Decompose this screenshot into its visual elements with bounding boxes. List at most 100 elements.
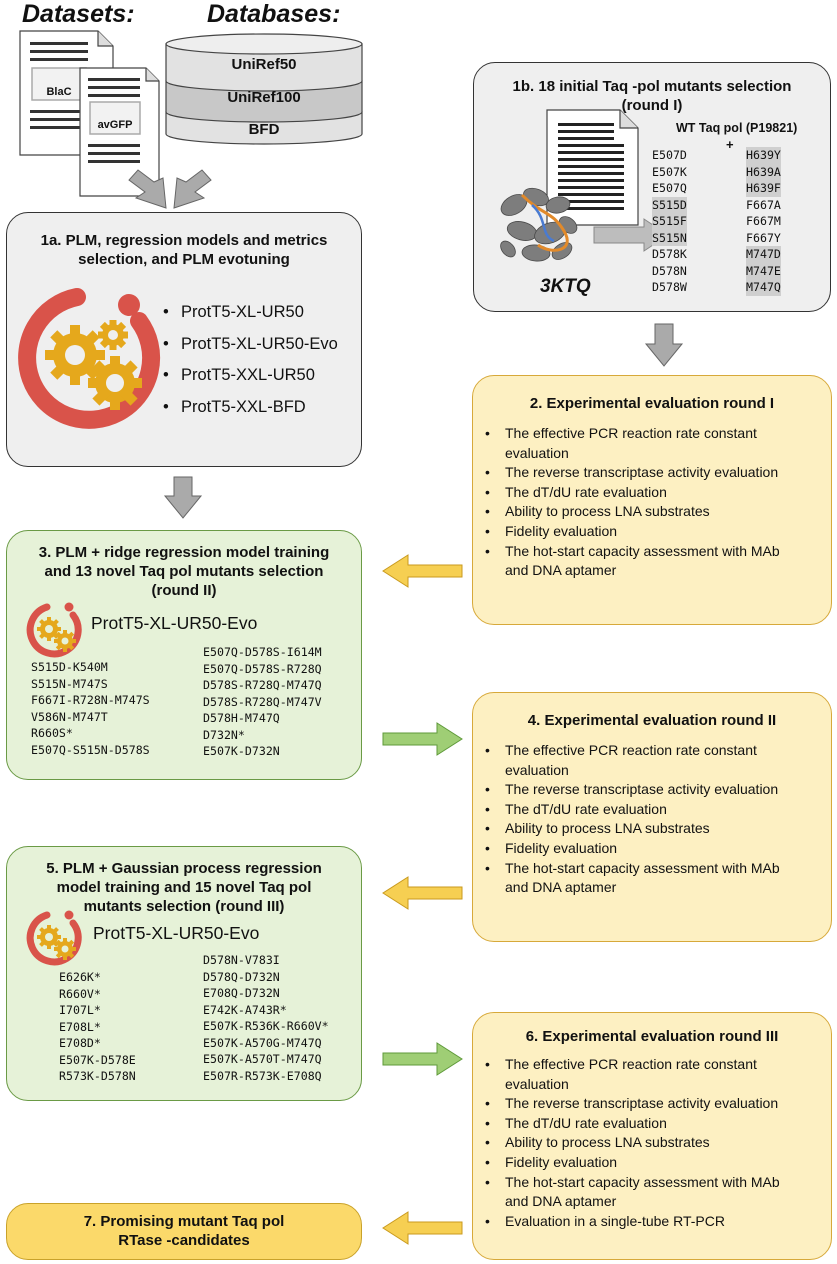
sequence-document-icon: [546, 109, 639, 226]
database-uniref100: UniRef100: [227, 89, 301, 106]
mutant: M747D: [746, 246, 781, 263]
arrow-1a-to-3: [163, 476, 203, 519]
step-1a-title-line1: 1a. PLM, regression models and metrics: [40, 232, 328, 249]
mutants-right-column: H639Y H639A H639F F667A F667M F667Y M747…: [746, 147, 781, 296]
gear-logo-small-icon: [26, 602, 82, 658]
step-5-title-line3: mutants selection (round III): [83, 898, 285, 915]
mutant: H639F: [746, 180, 781, 197]
step-5-title-line1: 5. PLM + Gaussian process regression: [46, 860, 322, 877]
arrow-datasets-to-1a: [128, 169, 167, 209]
step-7-title-line1: 7. Promising mutant Taq pol: [83, 1213, 285, 1230]
plus-sign: +: [726, 137, 734, 152]
mutant: R660S*: [31, 726, 73, 740]
model-item: ProtT5-XXL-UR50: [159, 360, 338, 392]
mutant: E708Q-D732N: [203, 986, 280, 1000]
step-3-title-line3: (round II): [151, 582, 217, 599]
database-uniref50: UniRef50: [231, 56, 297, 73]
mutant: H639Y: [746, 147, 781, 164]
step-5-mutants-left: E626K* R660V* I707L* E708L* E708D* E507K…: [59, 969, 136, 1085]
step-7-title-line2: RTase -candidates: [118, 1232, 250, 1249]
arrow-1b-to-2: [644, 323, 684, 367]
mutant: E742K-A743R*: [203, 1002, 287, 1017]
evaluation-item: The hot-start capacity assessment with M…: [479, 542, 780, 581]
arrow-2-to-3: [382, 554, 463, 588]
document-avgfp-icon: [79, 67, 160, 197]
gear-logo-small-icon: [26, 910, 82, 966]
evaluation-item: Evaluation in a single-tube RT-PCR: [479, 1212, 780, 1232]
mutant: S515N-M747S: [31, 676, 108, 691]
evaluation-item: The hot-start capacity assessment with M…: [479, 859, 780, 898]
mutant: M747E: [746, 262, 781, 279]
mutant: E507K: [652, 164, 687, 179]
step-1a-title-line2: selection, and PLM evotuning: [78, 251, 290, 268]
evaluation-item: The dT/dU rate evaluation: [479, 800, 780, 820]
step-1b-title-line1: 1b. 18 initial Taq -pol mutants selectio…: [512, 78, 792, 95]
step-5-title-line2: model training and 15 novel Taq pol: [56, 879, 312, 896]
step-3-mutants-left: S515D-K540M S515N-M747S F667I-R728N-M747…: [31, 659, 150, 758]
step-5-mutants-right: D578N-V783I D578Q-D732N E708Q-D732N E742…: [203, 952, 329, 1084]
database-cylinder-icon: [165, 33, 363, 145]
mutant: E507Q-D578S-I614M: [203, 645, 322, 659]
mutant: I707L*: [59, 1003, 101, 1017]
evaluation-item: The reverse transcriptase activity evalu…: [479, 1094, 780, 1114]
wt-taq-pol-label: WT Taq pol (P19821): [676, 121, 798, 135]
datasets-heading: Datasets:: [22, 0, 135, 28]
mutant: S515D-K540M: [31, 660, 108, 674]
dataset-label-avgfp: avGFP: [97, 119, 133, 131]
mutant: R660V*: [59, 986, 101, 1001]
mutant: D732N*: [203, 727, 245, 742]
mutant: E626K*: [59, 970, 101, 984]
mutant: D578K: [652, 247, 687, 261]
step-2-list: The effective PCR reaction rate constant…: [479, 424, 780, 581]
evaluation-item: The dT/dU rate evaluation: [479, 483, 780, 503]
step-5-box: 5. PLM + Gaussian process regression mod…: [6, 846, 362, 1101]
mutant: E708L*: [59, 1019, 101, 1034]
mutant: S515N: [652, 229, 687, 246]
mutant: R573K-D578N: [59, 1069, 136, 1083]
mutant: D578S-R728Q-M747Q: [203, 678, 322, 692]
step-1a-box: 1a. PLM, regression models and metrics s…: [6, 212, 362, 467]
step-4-list: The effective PCR reaction rate constant…: [479, 741, 780, 898]
databases-heading: Databases:: [207, 0, 341, 28]
evaluation-item: Ability to process LNA substrates: [479, 1133, 780, 1153]
step-2-box: 2. Experimental evaluation round I The e…: [472, 375, 832, 625]
arrow-databases-to-1a: [173, 169, 212, 209]
mutant: D578N: [652, 263, 687, 278]
gear-logo-icon: [18, 288, 161, 429]
model-item: ProtT5-XL-UR50-Evo: [159, 329, 338, 361]
step-4-box: 4. Experimental evaluation round II The …: [472, 692, 832, 942]
step-3-model-name: ProtT5-XL-UR50-Evo: [91, 613, 258, 633]
step-6-title: 6. Experimental evaluation round III: [525, 1028, 779, 1045]
evaluation-item: Fidelity evaluation: [479, 522, 780, 542]
mutant: E507K-R536K-R660V*: [203, 1019, 329, 1033]
mutant: E507K-A570G-M747Q: [203, 1035, 322, 1050]
arrow-5-to-6: [382, 1042, 463, 1076]
step-3-mutants-right: E507Q-D578S-I614M E507Q-D578S-R728Q D578…: [203, 644, 322, 760]
step-1b-box: 1b. 18 initial Taq -pol mutants selectio…: [473, 62, 831, 312]
arrow-4-to-5: [382, 876, 463, 910]
evaluation-item: Fidelity evaluation: [479, 1153, 780, 1173]
step-7-box: 7. Promising mutant Taq pol RTase -candi…: [6, 1203, 362, 1260]
step-2-title: 2. Experimental evaluation round I: [529, 395, 775, 412]
step-3-title-line2: and 13 novel Taq pol mutants selection: [44, 563, 324, 580]
arrow-6-to-7: [382, 1211, 463, 1245]
mutant: E507R-R573K-E708Q: [203, 1068, 322, 1083]
protein-structure-icon: [500, 187, 578, 262]
model-item: ProtT5-XL-UR50: [159, 297, 338, 329]
evaluation-item: The reverse transcriptase activity evalu…: [479, 463, 780, 483]
mutant: E507Q-D578S-R728Q: [203, 661, 322, 676]
dataset-documents-icon: [19, 30, 160, 197]
mutant: D578Q-D732N: [203, 969, 280, 984]
step-1b-title-line2: (round I): [621, 97, 683, 114]
mutant: E507K-D578E: [59, 1052, 136, 1067]
evaluation-item: Ability to process LNA substrates: [479, 502, 780, 522]
step-6-box: 6. Experimental evaluation round III The…: [472, 1012, 832, 1260]
mutant: E507D: [652, 148, 687, 162]
structure-label-3ktq: 3KTQ: [540, 276, 591, 297]
mutant: F667I-R728N-M747S: [31, 693, 150, 707]
evaluation-item: The dT/dU rate evaluation: [479, 1114, 780, 1134]
dataset-label-blac: BlaC: [46, 86, 72, 98]
evaluation-item: The effective PCR reaction rate constant…: [479, 424, 780, 463]
document-blac-icon: [19, 30, 114, 156]
